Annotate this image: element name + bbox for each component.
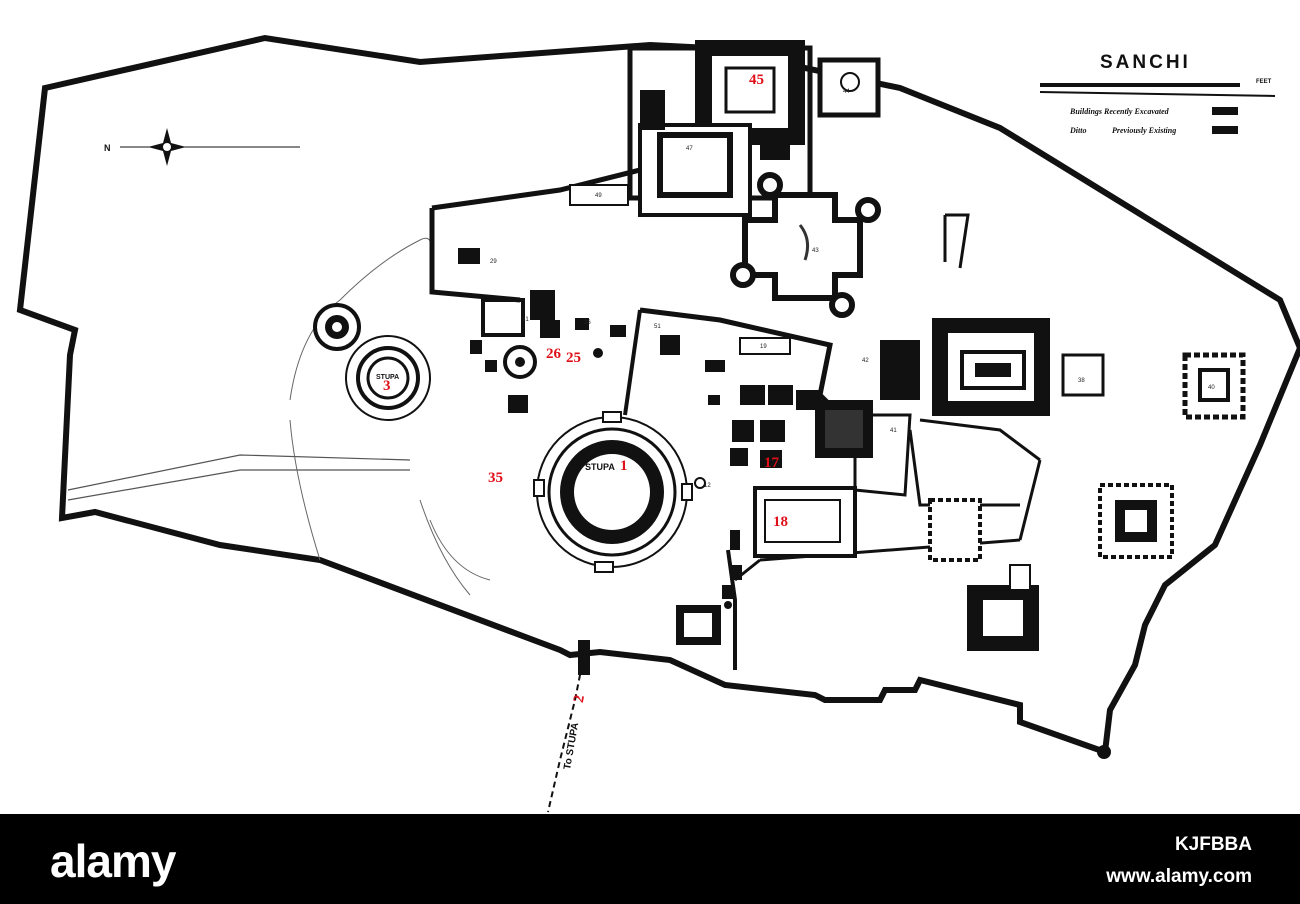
label-25: 25 [566, 350, 581, 366]
compass-rose: N [104, 128, 300, 166]
building-number: 38 [1078, 378, 1085, 384]
temple-43 [730, 172, 881, 318]
watermark-bar: alamy KJFBBA www.alamy.com [0, 814, 1300, 904]
legend-row-2-desc: Previously Existing [1112, 126, 1176, 135]
label-45: 45 [749, 72, 764, 88]
monastery-45 [627, 40, 881, 217]
building-number: 47 [686, 146, 693, 152]
scale-label: FEET [1256, 79, 1272, 85]
legend-row-2-label: Ditto [1069, 126, 1086, 135]
svg-text:N: N [104, 143, 111, 153]
map-legend: FEET Buildings Recently Excavated Ditto … [1039, 79, 1276, 135]
building-number: 43 [812, 248, 819, 254]
stupa-1-number: 1 [620, 458, 628, 474]
site-boundary [16, 34, 1300, 757]
legend-row-1: Buildings Recently Excavated [1069, 107, 1170, 116]
label-17: 17 [764, 455, 780, 471]
label-26: 26 [546, 346, 562, 362]
stupa-3-label: STUPA [376, 374, 399, 381]
building-number: 8 [516, 362, 520, 368]
image-id: KJFBBA [1174, 834, 1252, 855]
stupa-1-label: STUPA [585, 462, 615, 472]
brand-logo: alamy [50, 835, 176, 887]
building-number: 42 [862, 358, 869, 364]
map-title: SANCHI [1100, 52, 1191, 73]
central-buildings [660, 335, 873, 645]
building-number: 49 [595, 193, 602, 199]
svg-text:To STUPA: To STUPA [562, 722, 581, 771]
building-number: 12 [704, 483, 711, 489]
temple-east-large [880, 318, 1050, 416]
svg-text:2: 2 [571, 694, 588, 704]
stupa-3 [345, 335, 431, 421]
label-18: 18 [773, 514, 788, 530]
stupa-1 [533, 411, 693, 573]
building-number: 29 [490, 259, 497, 265]
building-number: 40 [1208, 385, 1215, 391]
building-number: 41 [890, 428, 897, 434]
label-35: 35 [488, 470, 503, 486]
west-cluster [458, 184, 629, 413]
brand-url: www.alamy.com [1106, 866, 1252, 887]
building-number: 31 [522, 317, 529, 323]
building-number: 44 [843, 89, 850, 95]
building-number: 36 [584, 320, 591, 326]
building-number: 51 [654, 324, 661, 330]
stupa-3-number: 3 [383, 378, 391, 394]
site-plan-map: N SANCHI FEET Buildings Recently Excavat… [16, 34, 1300, 813]
building-number: 19 [760, 344, 767, 350]
